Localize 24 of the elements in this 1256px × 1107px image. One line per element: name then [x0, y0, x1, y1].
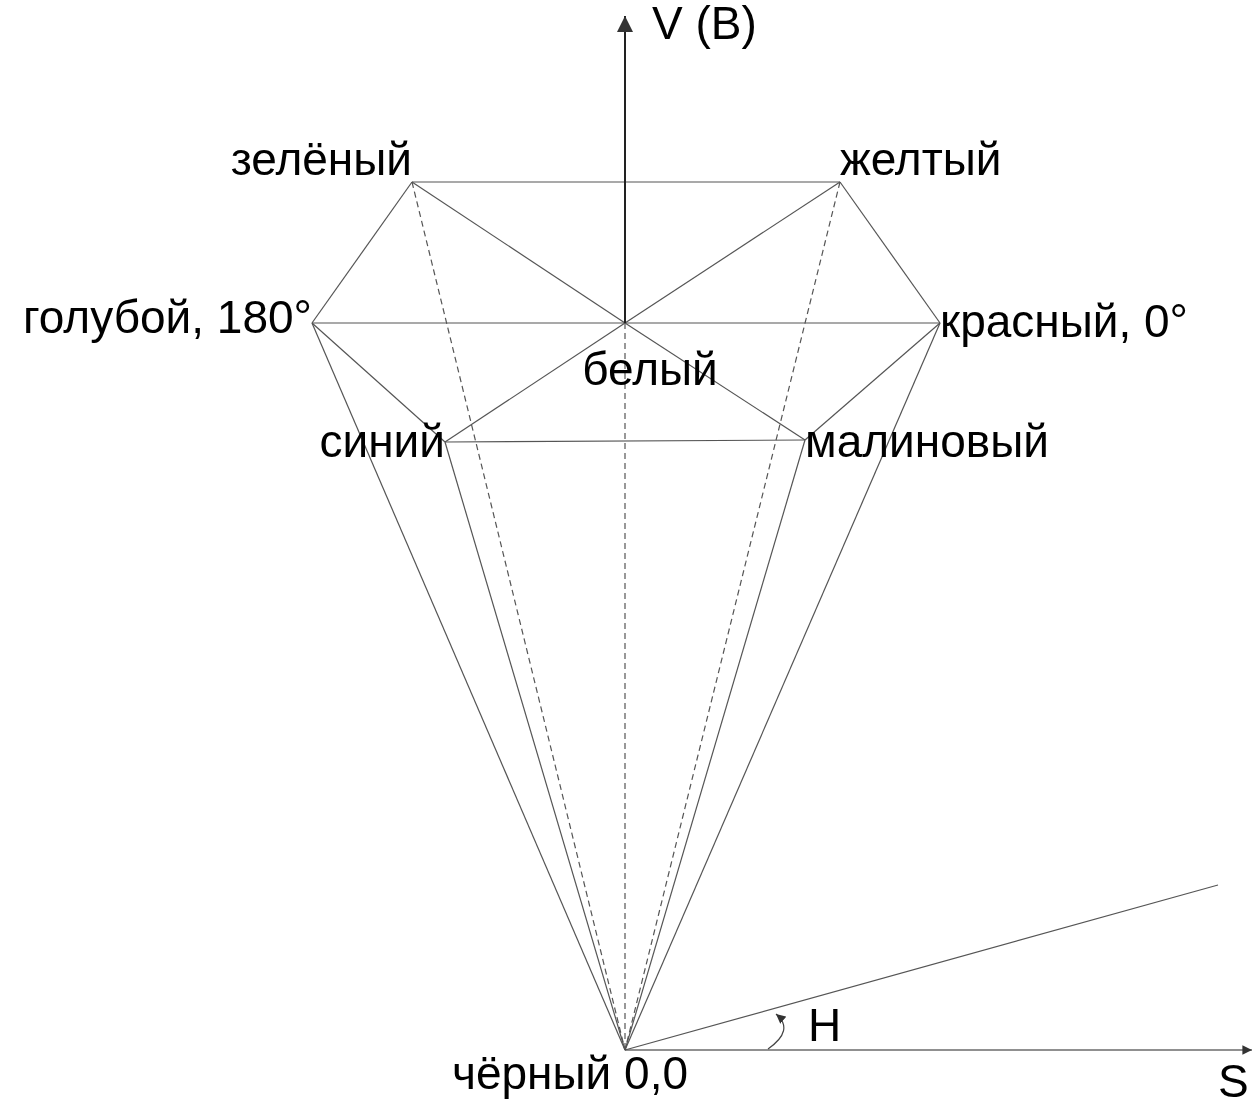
edge-line — [311, 322, 626, 1051]
edge-line — [839, 181, 941, 324]
edge-line — [624, 322, 941, 324]
vertex-label: зелёный — [190, 136, 412, 182]
edge-line — [804, 322, 941, 441]
edge-line — [444, 439, 806, 443]
edge-line — [624, 181, 841, 324]
edge-line — [624, 322, 941, 1051]
vertex-label: малиновый — [805, 418, 1100, 468]
axis-label: S — [1218, 1058, 1249, 1104]
edge-line — [411, 181, 626, 324]
vertex-label: желтый — [840, 136, 1045, 182]
vertex-label: чёрный 0,0 — [430, 1050, 710, 1100]
edge-line — [311, 322, 446, 443]
dashed-edge — [624, 181, 841, 1051]
vertex-label: синий — [284, 418, 445, 468]
edge-line — [411, 181, 841, 183]
dashed-edge — [624, 322, 626, 1051]
edge-line — [311, 322, 626, 324]
edge-line — [311, 181, 413, 324]
angle-label: H — [808, 1002, 842, 1048]
vertex-label: красный, 0° — [940, 298, 1240, 350]
edge-line — [444, 322, 626, 443]
vertex-label: голубой, 180° — [2, 294, 312, 346]
